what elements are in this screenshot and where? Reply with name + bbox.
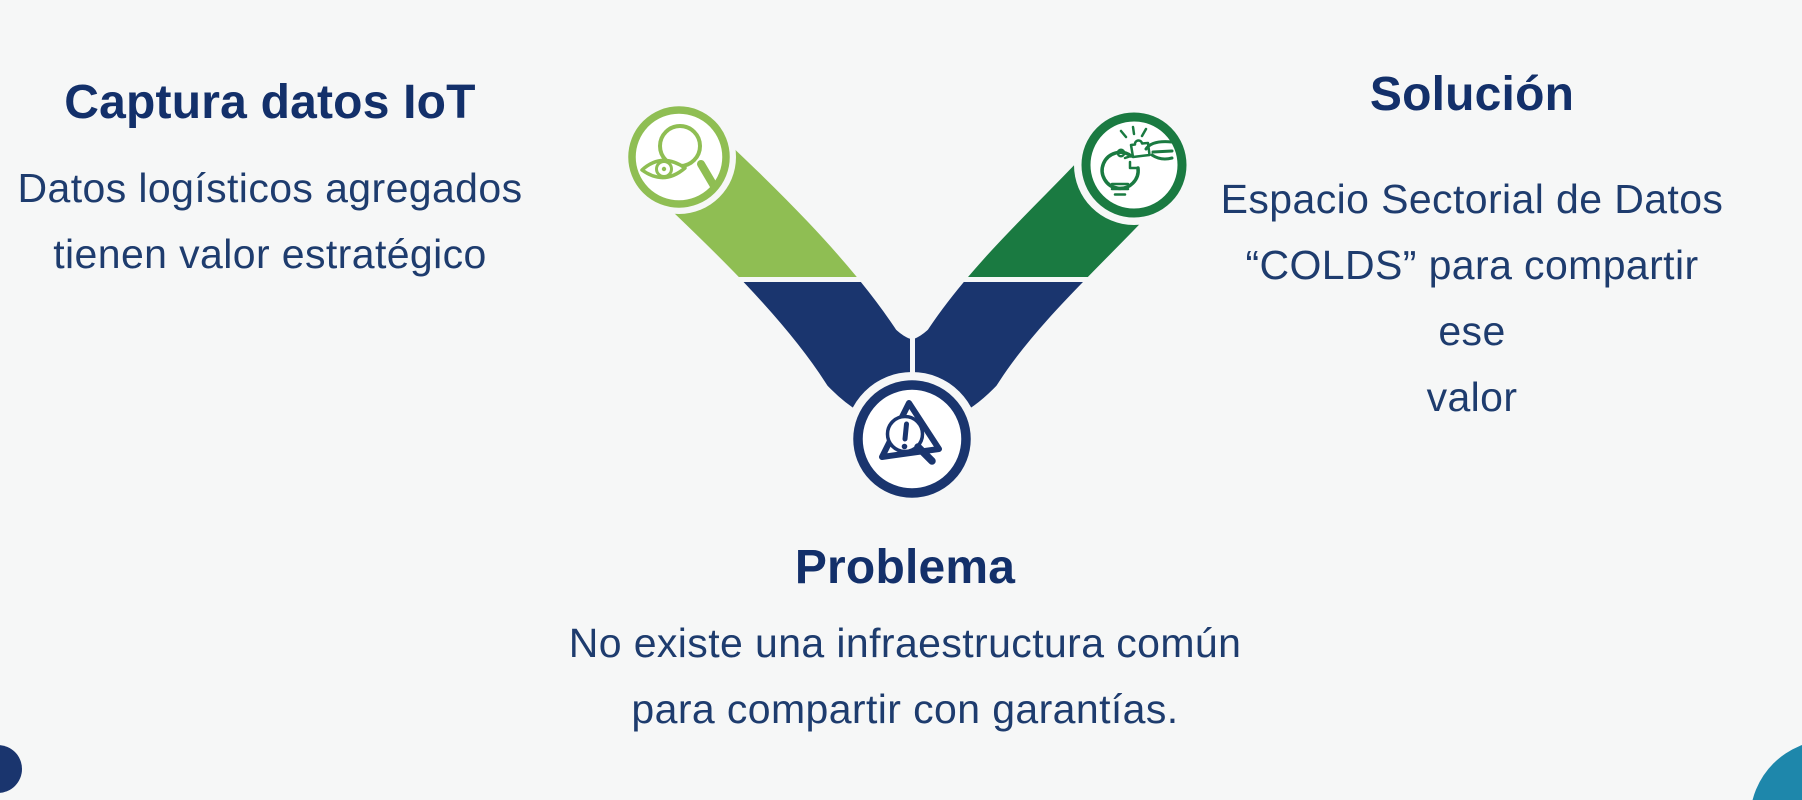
solution-body-line-2: “COLDS” para compartir ese: [1245, 242, 1699, 354]
capture-node-ring: [628, 106, 730, 208]
problem-node: [845, 372, 979, 506]
lightbulb-puzzle-hand-icon: [1100, 125, 1174, 196]
problem-body-line-2: para compartir con garantías.: [631, 686, 1179, 732]
capture-body-line-1: Datos logísticos agregados: [17, 165, 523, 211]
navy-corner-circle: [0, 745, 22, 793]
capture-body: Datos logísticos agregados tienen valor …: [10, 155, 530, 287]
solution-title: Solución: [1369, 68, 1575, 121]
problem-title: Problema: [794, 541, 1016, 594]
flow-band-light-green-segment: [648, 125, 857, 277]
solution-body-line-1: Espacio Sectorial de Datos: [1220, 176, 1724, 222]
solution-body-line-3: valor: [1426, 374, 1518, 420]
capture-title: Captura datos IoT: [64, 76, 476, 129]
warning-triangle-magnifier-icon: [879, 400, 942, 465]
flow-band-dark-green-segment: [968, 136, 1168, 277]
capture-body-line-2: tienen valor estratégico: [53, 231, 487, 277]
solution-body: Espacio Sectorial de Datos “COLDS” para …: [1212, 166, 1732, 430]
solution-node: [1074, 105, 1194, 225]
problem-body: No existe una infraestructura común para…: [545, 610, 1265, 742]
problem-body-line-1: No existe una infraestructura común: [568, 620, 1242, 666]
capture-node: [622, 100, 736, 214]
eye-magnifier-observation-icon: [640, 124, 718, 190]
teal-corner-circle: [1752, 745, 1802, 800]
